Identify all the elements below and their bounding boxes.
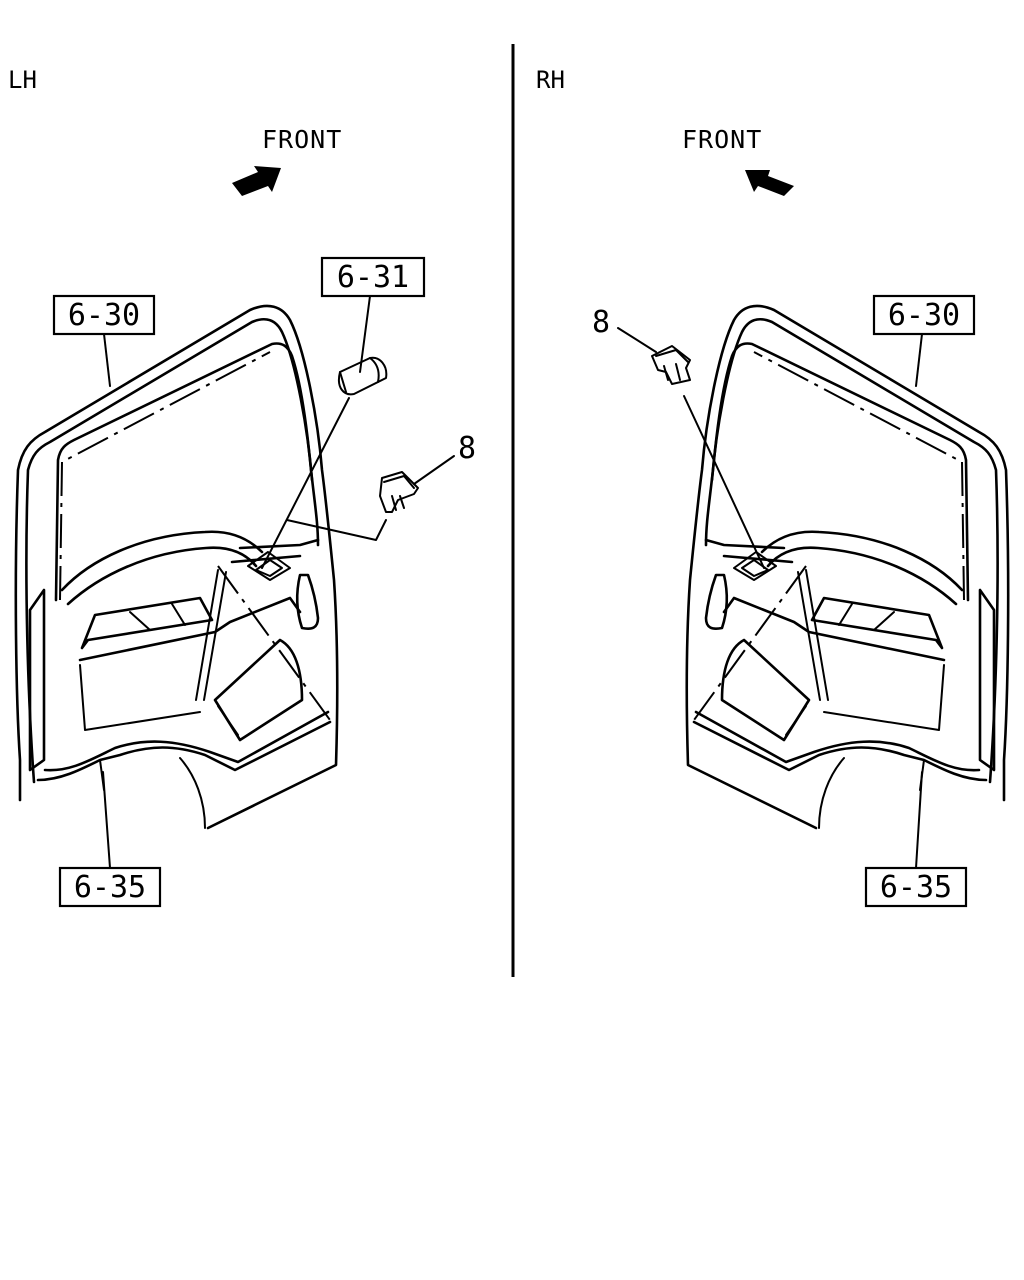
rh-clip-leader: [683, 395, 765, 569]
lh-ref-lower-label: 6-35: [74, 870, 146, 905]
lh-ref-upper-label: 6-30: [68, 298, 140, 333]
lh-clip-part: [379, 471, 419, 513]
lh-front-label: FRONT: [262, 125, 342, 154]
lh-ref-lamp-label: 6-31: [337, 260, 409, 295]
left-panel: LH FRONT: [8, 66, 476, 908]
lh-ref-box-lower: [58, 866, 162, 908]
rh-clip-number: 8: [592, 305, 610, 340]
lh-ref-box-lamp: [320, 256, 426, 298]
arrow-upper-left-icon: [745, 170, 794, 196]
arrow-upper-right-icon: [232, 166, 281, 196]
rh-clip-callout-line: [617, 327, 657, 353]
lh-courtesy-lamp-part: [338, 356, 388, 396]
right-panel: RH FRONT: [536, 66, 1010, 908]
rh-door-drawing: [685, 304, 1010, 830]
rh-clip-part: [651, 345, 691, 385]
lh-clip-callout-line: [413, 455, 455, 485]
rh-ref-lower-label: 6-35: [880, 870, 952, 905]
lh-lamp-leader: [261, 397, 350, 569]
rh-ref-upper-label: 6-30: [888, 298, 960, 333]
lh-label: LH: [8, 66, 37, 94]
rh-front-label: FRONT: [682, 125, 762, 154]
rh-ref-box-upper: [872, 294, 976, 336]
lh-door-drawing: [14, 304, 339, 830]
lh-clip-leader: [286, 519, 387, 541]
lh-ref-box-upper: [52, 294, 156, 336]
rh-label: RH: [536, 66, 565, 94]
lh-clip-number: 8: [458, 431, 476, 466]
